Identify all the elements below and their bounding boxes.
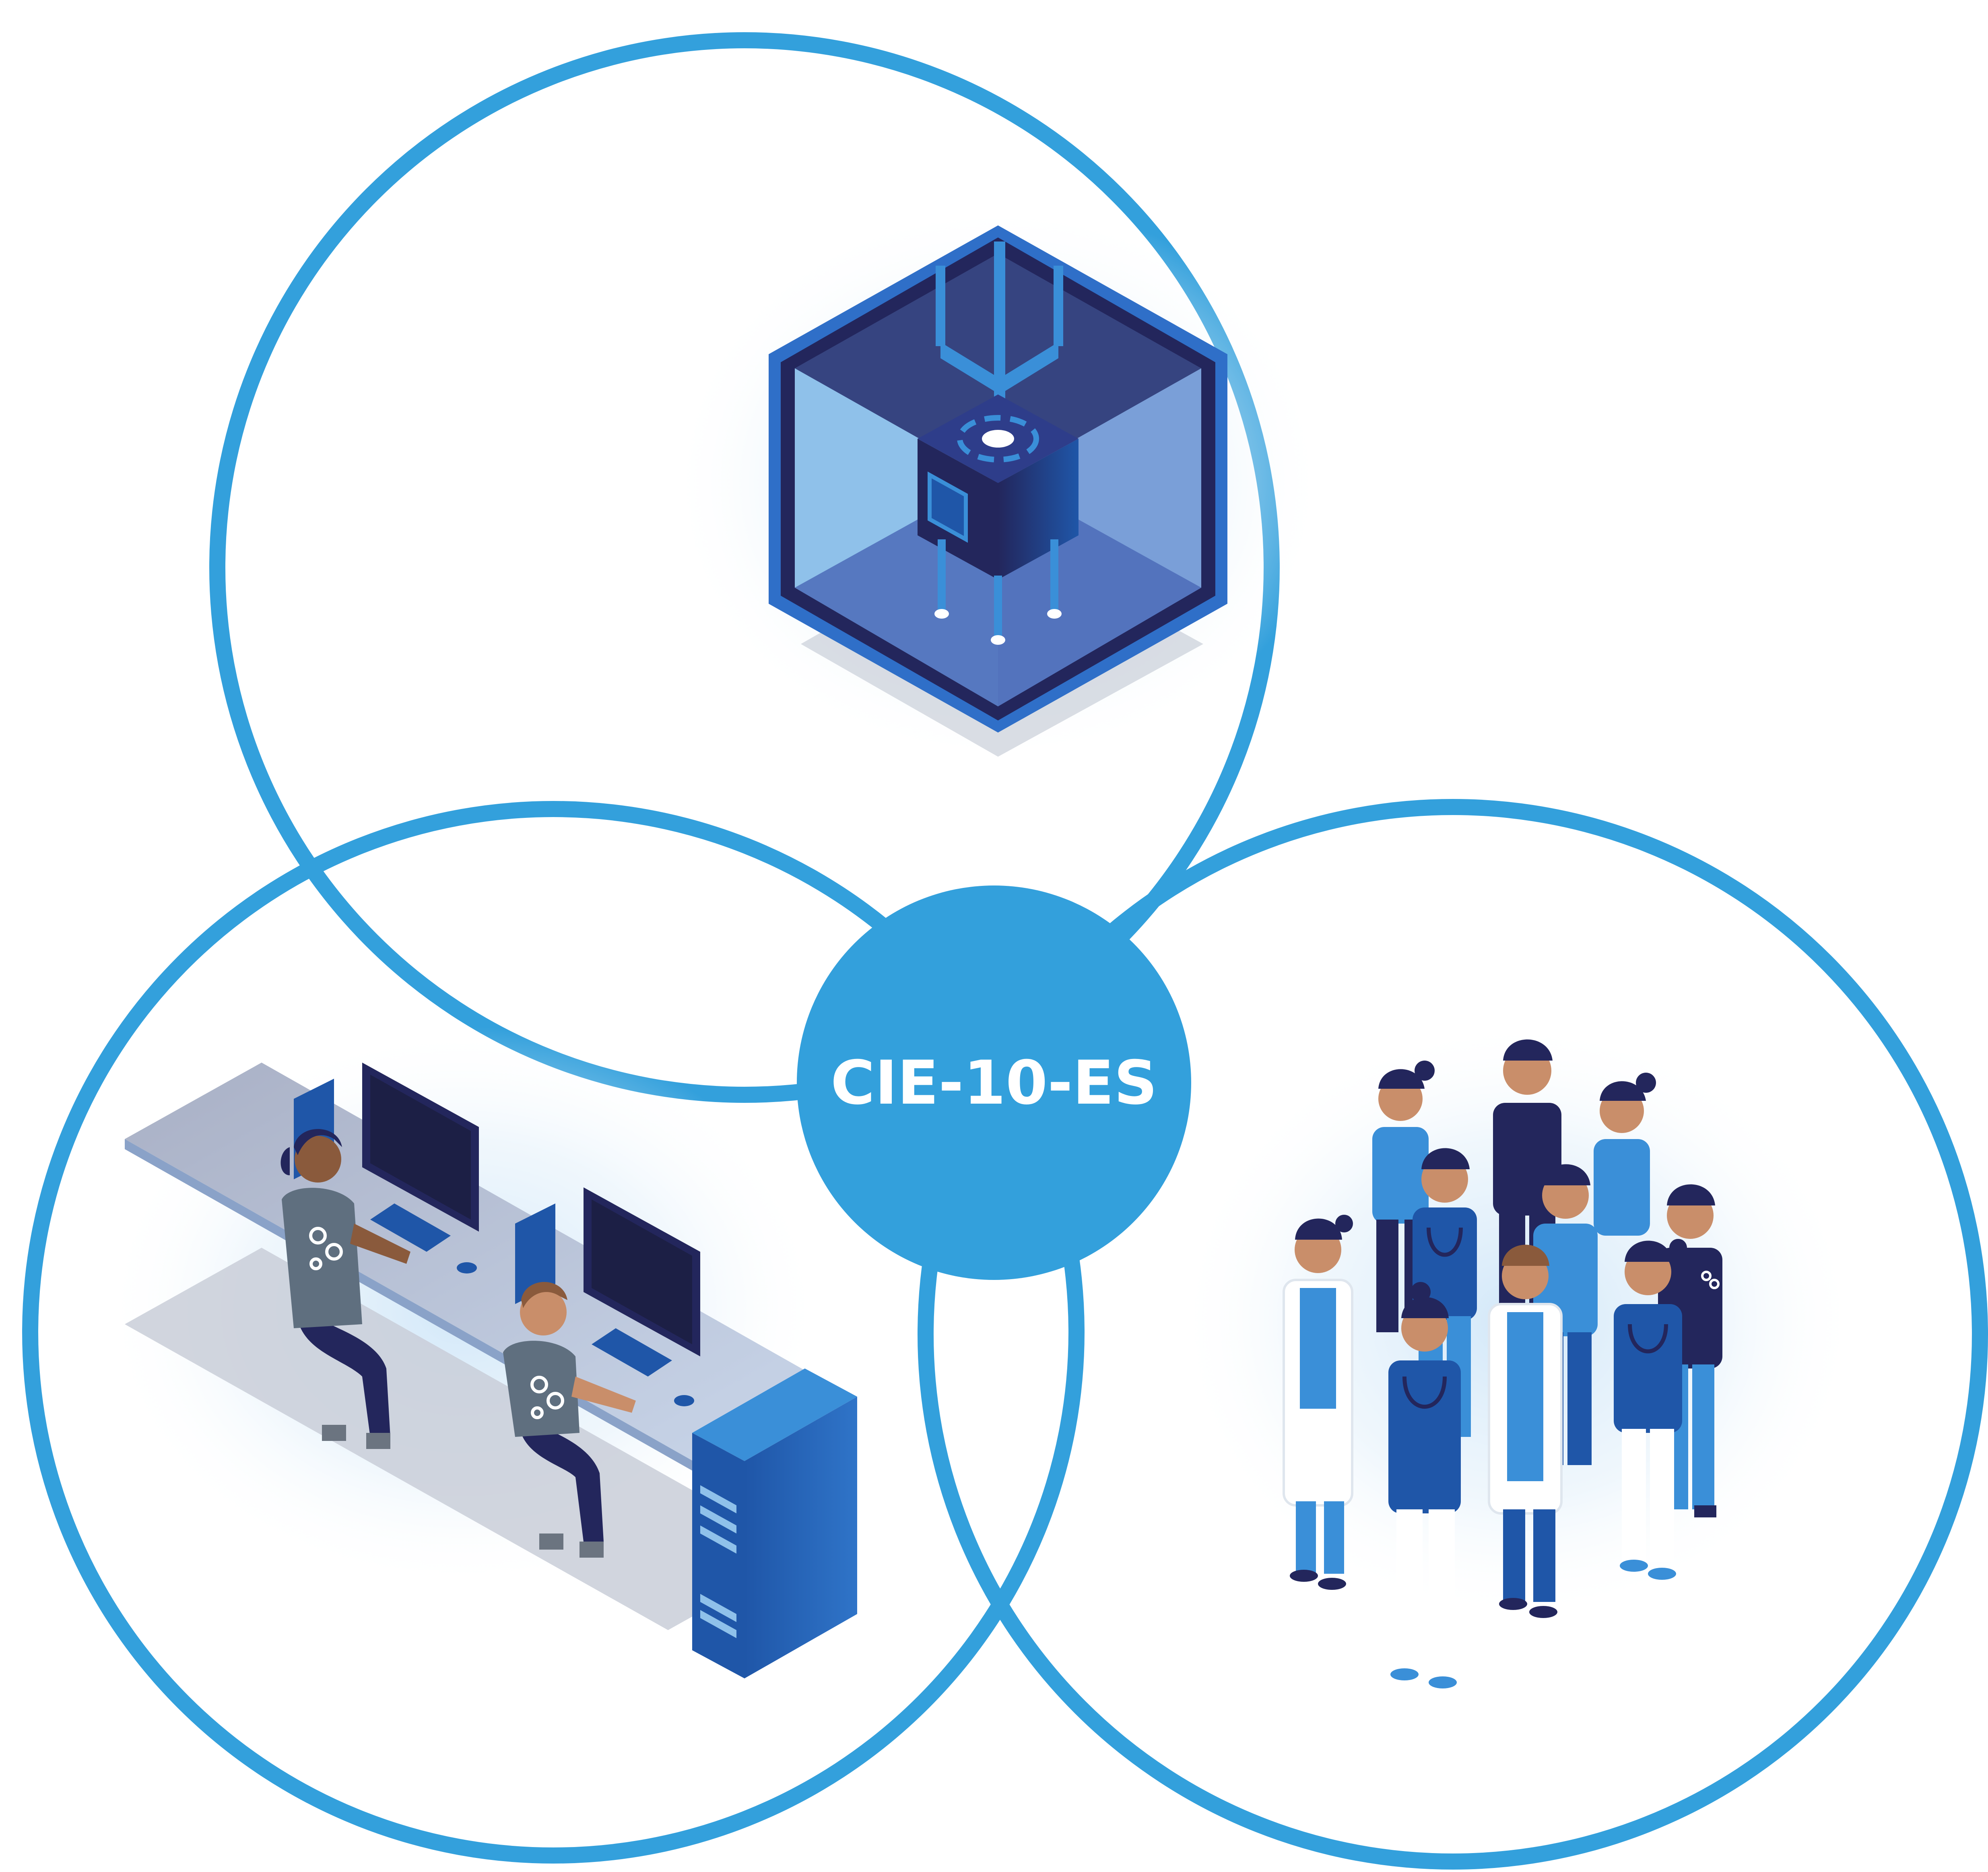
staff-person-9 bbox=[1488, 1245, 1563, 1618]
venn-circle-left bbox=[22, 801, 1085, 1864]
staff-person-8 bbox=[1388, 1282, 1461, 1688]
healthcare-staff-group-illustration bbox=[1175, 1018, 1859, 1688]
ai-processor-cube-icon bbox=[668, 201, 1328, 765]
staff-person-7 bbox=[1283, 1215, 1353, 1590]
coder-person-1 bbox=[280, 1129, 410, 1449]
center-label: CIE-10-ES bbox=[831, 1048, 1157, 1118]
center-circle bbox=[797, 885, 1191, 1280]
center-node: CIE-10-ES bbox=[797, 885, 1191, 1280]
coders-at-workstations-illustration bbox=[101, 1026, 857, 1678]
server-tower-icon bbox=[692, 1368, 857, 1678]
coder-person-2 bbox=[503, 1282, 636, 1558]
venn-circle-right bbox=[918, 799, 1988, 1870]
staff-person-3 bbox=[1594, 1073, 1656, 1236]
staff-person-10 bbox=[1614, 1239, 1687, 1580]
